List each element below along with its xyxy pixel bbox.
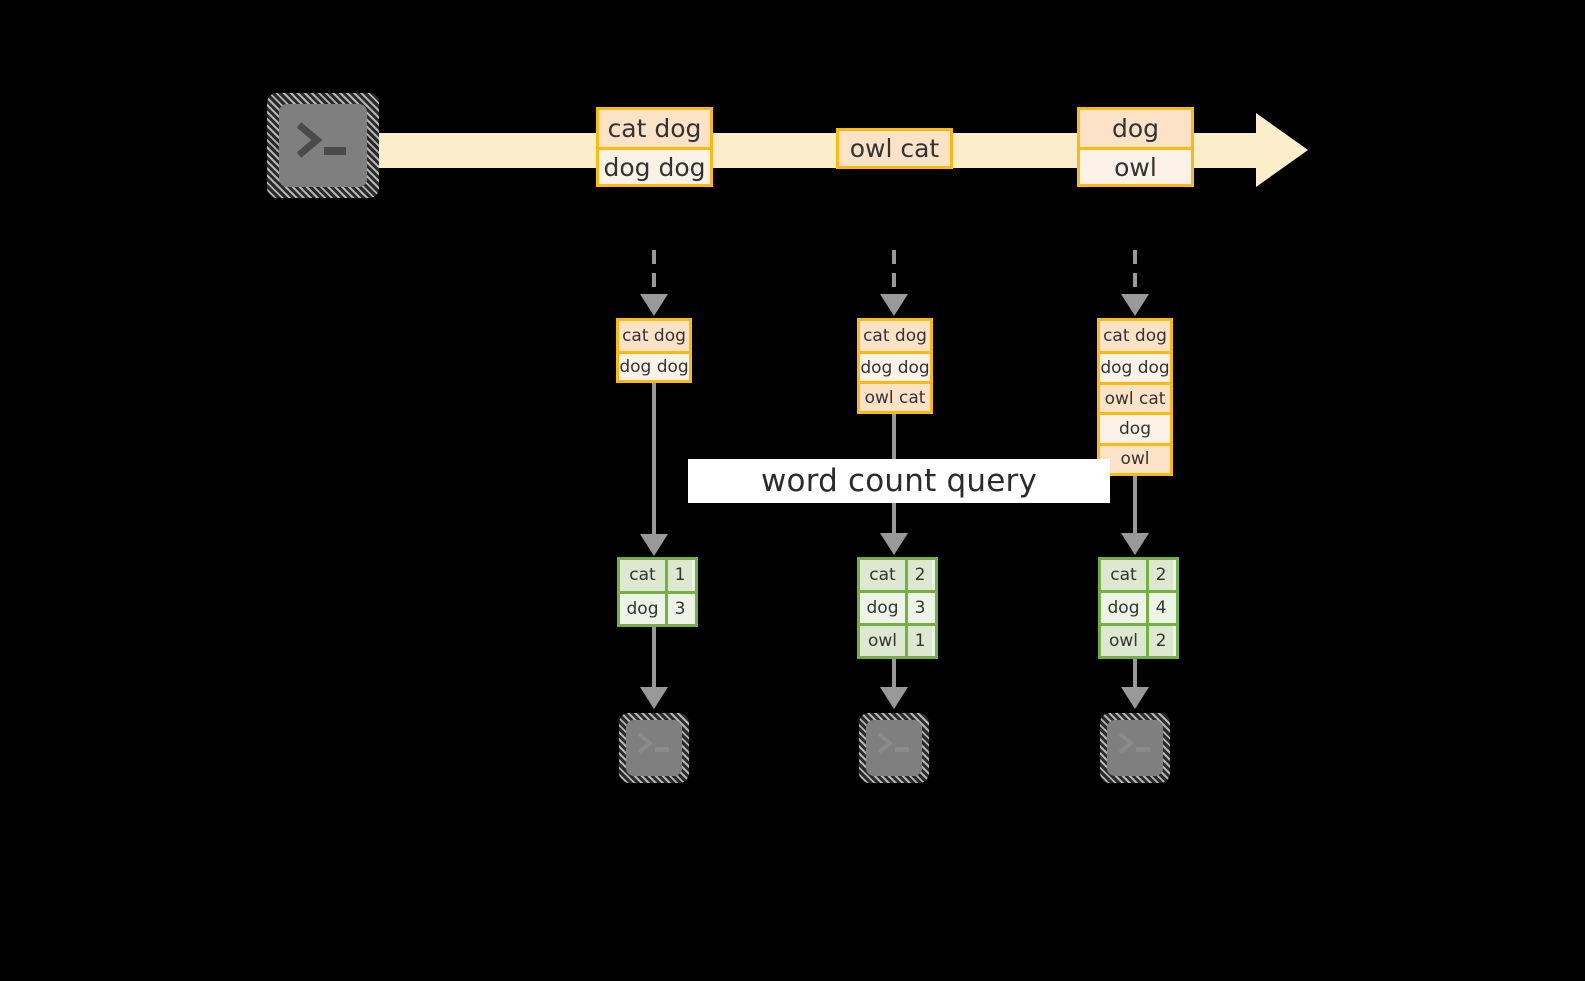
result-word-cell: cat <box>620 560 665 591</box>
sink-terminal-icon-3[interactable] <box>1100 713 1170 783</box>
stream-message-row: owl cat <box>839 131 950 166</box>
stream-message-3[interactable]: dog owl <box>1077 107 1194 187</box>
stream-to-snapshot-connector-2 <box>880 250 908 316</box>
snapshot-table-2[interactable]: cat dog dog dog owl cat <box>857 318 933 414</box>
result-to-sink-connector-1 <box>640 627 668 709</box>
result-count-cell: 3 <box>665 593 692 624</box>
snapshot-table-1[interactable]: cat dog dog dog <box>616 318 692 383</box>
terminal-body <box>626 720 682 776</box>
result-row: owl 1 <box>860 623 935 656</box>
sink-terminal-icon-2[interactable] <box>859 713 929 783</box>
result-word-cell: cat <box>1101 560 1146 590</box>
result-row: cat 1 <box>620 560 695 591</box>
stream-message-row: dog <box>1080 110 1191 147</box>
snapshot-row: dog <box>1100 412 1170 443</box>
result-table-3[interactable]: cat 2 dog 4 owl 2 <box>1098 557 1179 659</box>
result-word-cell: dog <box>860 593 905 623</box>
stream-to-snapshot-connector-3 <box>1121 250 1149 316</box>
result-table-2[interactable]: cat 2 dog 3 owl 1 <box>857 557 938 659</box>
result-count-cell: 3 <box>905 593 932 623</box>
terminal-body <box>866 720 922 776</box>
stream-message-2[interactable]: owl cat <box>836 128 953 169</box>
stream-to-snapshot-connector-1 <box>640 250 668 316</box>
snapshot-to-result-connector-1 <box>640 383 668 556</box>
stream-message-row: cat dog <box>599 110 710 147</box>
stream-message-row: dog dog <box>599 147 710 184</box>
result-row: cat 2 <box>1101 560 1176 590</box>
snapshot-row: dog dog <box>860 351 930 381</box>
snapshot-row: cat dog <box>619 321 689 351</box>
terminal-body <box>279 104 367 187</box>
stream-arrow-head <box>1256 113 1308 187</box>
terminal-prompt-icon <box>296 122 346 158</box>
result-count-cell: 2 <box>1146 560 1173 590</box>
stream-message-row: owl <box>1080 147 1191 184</box>
snapshot-row: cat dog <box>860 321 930 351</box>
result-word-cell: dog <box>1101 593 1146 623</box>
snapshot-row: dog dog <box>1100 351 1170 382</box>
result-count-cell: 1 <box>905 626 932 656</box>
result-count-cell: 2 <box>905 560 932 590</box>
result-row: dog 4 <box>1101 590 1176 623</box>
stream-message-1[interactable]: cat dog dog dog <box>596 107 713 187</box>
result-row: dog 3 <box>860 590 935 623</box>
query-label: word count query <box>760 463 1038 499</box>
result-word-cell: cat <box>860 560 905 590</box>
snapshot-row: owl cat <box>1100 381 1170 413</box>
result-word-cell: owl <box>1101 626 1146 656</box>
terminal-prompt-icon <box>637 732 669 754</box>
snapshot-to-result-connector-3 <box>1121 476 1149 555</box>
terminal-prompt-icon <box>1118 732 1150 754</box>
terminal-body <box>1107 720 1163 776</box>
result-word-cell: owl <box>860 626 905 656</box>
result-count-cell: 4 <box>1146 593 1173 623</box>
result-row: cat 2 <box>860 560 935 590</box>
snapshot-table-3[interactable]: cat dog dog dog owl cat dog owl <box>1097 318 1173 476</box>
result-table-1[interactable]: cat 1 dog 3 <box>617 557 698 627</box>
source-terminal-icon[interactable] <box>267 93 379 198</box>
snapshot-row: cat dog <box>1100 321 1170 352</box>
terminal-prompt-icon <box>877 732 909 754</box>
result-word-cell: dog <box>620 593 665 624</box>
sink-terminal-icon-1[interactable] <box>619 713 689 783</box>
result-row: owl 2 <box>1101 623 1176 656</box>
result-count-cell: 2 <box>1146 626 1173 656</box>
snapshot-row: dog dog <box>619 350 689 380</box>
result-to-sink-connector-2 <box>880 659 908 709</box>
result-row: dog 3 <box>620 590 695 624</box>
snapshot-row: owl cat <box>860 381 930 411</box>
snapshot-row: owl <box>1100 442 1170 474</box>
query-banner: word count query <box>688 459 1110 503</box>
result-count-cell: 1 <box>665 560 692 591</box>
result-to-sink-connector-3 <box>1121 659 1149 709</box>
